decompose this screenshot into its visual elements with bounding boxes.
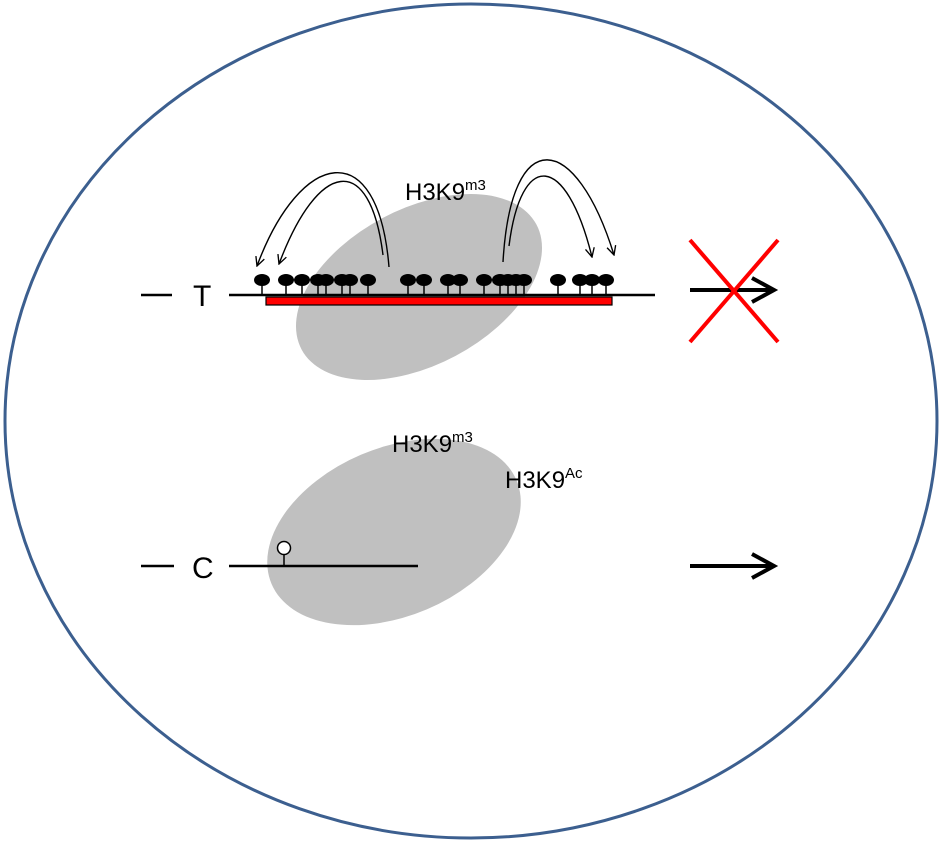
top-transcription-arrowhead bbox=[751, 276, 779, 304]
methyl-mark-filled bbox=[416, 274, 432, 286]
top-locus-label: T bbox=[193, 280, 211, 313]
top-locus: T H3K9m3 bbox=[141, 159, 780, 380]
spreading-arrows bbox=[257, 159, 614, 267]
methyl-mark-filled bbox=[452, 274, 468, 286]
unmethylated-lollipop bbox=[276, 540, 292, 566]
methyl-mark-filled bbox=[278, 274, 294, 286]
cell-outline bbox=[3, 2, 939, 840]
bottom-locus-label: C bbox=[192, 552, 214, 585]
spread-arrow-left-inner bbox=[279, 180, 384, 264]
methyl-mark-filled bbox=[254, 274, 270, 286]
top-mark-label: H3K9m3 bbox=[405, 177, 486, 206]
bottom-mark-label-ac: H3K9Ac bbox=[505, 465, 583, 494]
methyl-mark-filled bbox=[400, 274, 416, 286]
spread-arrow-right-outer bbox=[502, 159, 614, 263]
methyl-mark-filled bbox=[572, 274, 588, 286]
methyl-mark-filled bbox=[476, 274, 492, 286]
bottom-locus: C H3K9m3 H3K9Ac bbox=[141, 429, 779, 626]
methyl-mark-filled bbox=[598, 274, 614, 286]
methyl-mark-filled bbox=[516, 274, 532, 286]
top-gene-bar bbox=[265, 296, 613, 306]
spread-arrow-left-outer bbox=[257, 171, 390, 267]
bottom-transcription-arrowhead bbox=[751, 552, 779, 580]
methyl-mark-filled bbox=[294, 274, 310, 286]
bottom-mark-label-m3: H3K9m3 bbox=[392, 429, 473, 458]
top-nuclear-domain bbox=[295, 194, 543, 380]
methyl-mark-filled bbox=[440, 274, 456, 286]
blocked-cross-icon bbox=[688, 238, 780, 344]
methyl-mark-filled bbox=[360, 274, 376, 286]
methylation-lollipops bbox=[254, 274, 614, 296]
spread-arrow-right-inner bbox=[508, 175, 592, 257]
methyl-mark-filled bbox=[342, 274, 358, 286]
methyl-mark-filled bbox=[584, 274, 600, 286]
methyl-mark-filled bbox=[318, 274, 334, 286]
bottom-nuclear-domain bbox=[267, 438, 521, 626]
methyl-mark-filled bbox=[550, 274, 566, 286]
